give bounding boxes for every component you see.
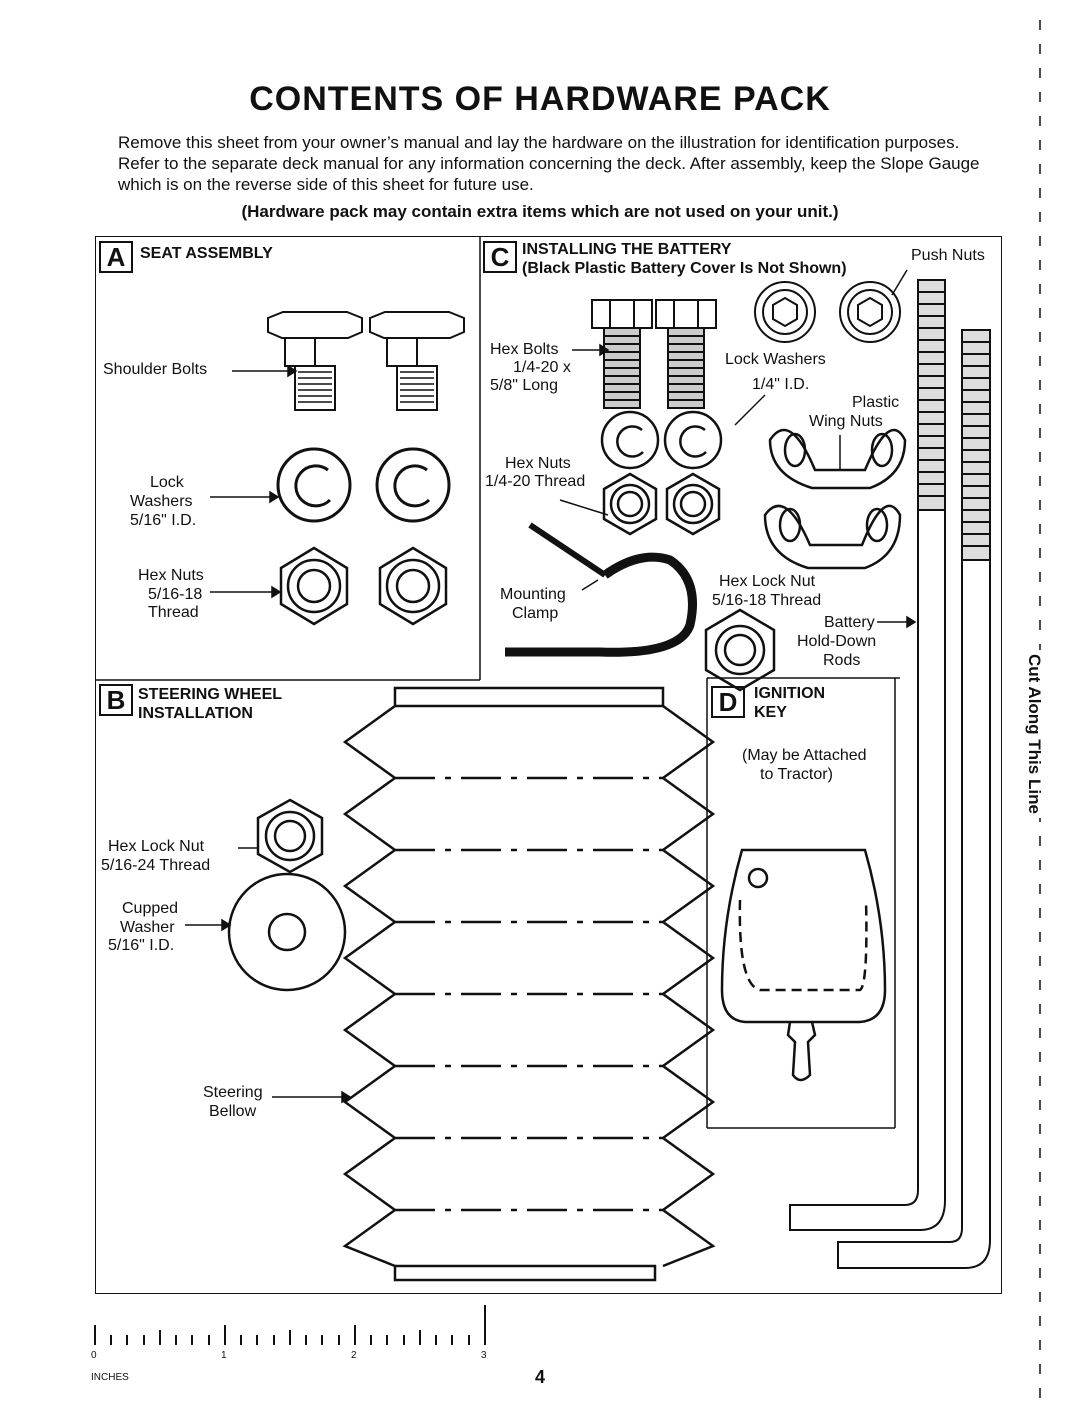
section-letter-a: A xyxy=(99,241,133,273)
mounting-clamp-icon xyxy=(505,522,697,657)
hex-bolts-label-1: Hex Bolts xyxy=(490,341,559,358)
inch-ruler xyxy=(94,1305,486,1345)
ruler-tick-0: 0 xyxy=(91,1350,97,1361)
wing-nuts-label-2: Wing Nuts xyxy=(809,413,883,430)
steering-bellow-icon xyxy=(342,686,716,1282)
section-c-heading-1: INSTALLING THE BATTERY xyxy=(522,241,732,258)
section-letter-b: B xyxy=(99,684,133,716)
shoulder-bolt-icon xyxy=(369,311,465,411)
hex-lock-nut-b-label-1: Hex Lock Nut xyxy=(108,838,205,855)
hex-bolts-label-2: 1/4-20 x xyxy=(513,359,571,376)
hex-nuts-label-2: 5/16-18 xyxy=(148,586,203,603)
shoulder-bolt-icon xyxy=(267,311,363,411)
hex-nuts-c-label-1: Hex Nuts xyxy=(505,455,571,472)
push-nut-icon xyxy=(754,281,816,343)
page-title: CONTENTS OF HARDWARE PACK xyxy=(249,80,831,118)
section-letter-c: C xyxy=(483,241,517,273)
lock-washer-icon xyxy=(276,447,352,523)
hold-down-rods-label-1: Battery xyxy=(824,614,875,631)
lock-washer-icon xyxy=(600,410,660,470)
shoulder-bolts-label: Shoulder Bolts xyxy=(103,361,208,378)
hex-nut-icon xyxy=(279,546,349,626)
cut-line-label: Cut Along This Line xyxy=(1024,650,1044,818)
cupped-washer-label-1: Cupped xyxy=(122,900,179,917)
hardware-note: (Hardware pack may contain extra items w… xyxy=(241,202,839,221)
hex-nuts-label-1: Hex Nuts xyxy=(138,567,204,584)
hex-nut-icon xyxy=(602,472,658,536)
mounting-clamp-label-2: Clamp xyxy=(512,605,559,622)
ignition-key-icon xyxy=(720,848,887,1082)
lock-washers-label-1: Lock xyxy=(150,474,184,491)
wing-nut-icon xyxy=(763,504,902,570)
lock-washer-icon xyxy=(663,410,723,470)
hex-bolt-icon xyxy=(655,299,717,409)
ruler-tick-2: 2 xyxy=(351,1350,357,1361)
section-d-heading-1: IGNITION xyxy=(754,685,826,702)
hex-nut-icon xyxy=(665,472,721,536)
ignition-key-note-1: (May be Attached xyxy=(742,747,867,764)
hex-lock-nut-c-label-2: 5/16-18 Thread xyxy=(712,592,822,609)
hex-bolts-label-3: 5/8" Long xyxy=(490,377,558,394)
page-number: 4 xyxy=(535,1367,546,1387)
lock-washer-icon xyxy=(375,447,451,523)
wing-nut-icon xyxy=(768,428,907,490)
ruler-tick-3: 3 xyxy=(481,1350,487,1361)
steering-bellow-label-1: Steering xyxy=(203,1084,263,1101)
cupped-washer-label-2: Washer xyxy=(120,919,175,936)
push-nuts-label: Push Nuts xyxy=(911,247,985,264)
lock-washers-label-3: 5/16" I.D. xyxy=(130,512,197,529)
hold-down-rods-label-3: Rods xyxy=(823,652,861,669)
lock-washers-label-2: Washers xyxy=(130,493,193,510)
steering-bellow-label-2: Bellow xyxy=(209,1103,257,1120)
intro-text: Remove this sheet from your owner’s manu… xyxy=(118,132,1008,195)
section-c-heading-2: (Black Plastic Battery Cover Is Not Show… xyxy=(522,260,847,277)
section-letter-d: D xyxy=(711,686,745,718)
section-d-heading-2: KEY xyxy=(754,704,787,721)
hex-lock-nut-b-label-2: 5/16-24 Thread xyxy=(101,857,211,874)
hex-bolt-icon xyxy=(591,299,653,409)
mounting-clamp-label-1: Mounting xyxy=(500,586,566,603)
intro-line: Refer to the separate deck manual for an… xyxy=(118,154,980,173)
hex-nut-icon xyxy=(378,546,448,626)
section-b-heading-1: STEERING WHEEL xyxy=(138,686,283,703)
hex-lock-nut-c-label-1: Hex Lock Nut xyxy=(719,573,816,590)
ignition-key-note-2: to Tractor) xyxy=(760,766,833,783)
hex-lock-nut-icon xyxy=(704,608,776,692)
ruler-tick-1: 1 xyxy=(221,1350,227,1361)
hardware-frame xyxy=(95,236,1002,1294)
intro-line: Remove this sheet from your owner’s manu… xyxy=(118,133,960,152)
cupped-washer-label-3: 5/16" I.D. xyxy=(108,937,175,954)
hold-down-rods-label-2: Hold-Down xyxy=(797,633,877,650)
lock-washers-c-label-1: Lock Washers xyxy=(725,351,826,368)
section-b-heading-2: INSTALLATION xyxy=(138,705,253,722)
battery-hold-down-rod-icon xyxy=(789,279,946,1231)
hex-nuts-label-3: Thread xyxy=(148,604,199,621)
ruler-unit: INCHES xyxy=(91,1372,129,1383)
hex-lock-nut-icon xyxy=(256,798,324,874)
cupped-washer-icon xyxy=(227,872,347,992)
lock-washers-c-label-2: 1/4" I.D. xyxy=(752,376,810,393)
push-nut-icon xyxy=(839,281,901,343)
hex-nuts-c-label-2: 1/4-20 Thread xyxy=(485,473,586,490)
wing-nuts-label-1: Plastic xyxy=(852,394,900,411)
battery-hold-down-rod-icon xyxy=(837,329,991,1269)
intro-line: which is on the reverse side of this she… xyxy=(118,175,534,194)
section-a-heading: SEAT ASSEMBLY xyxy=(140,245,273,262)
